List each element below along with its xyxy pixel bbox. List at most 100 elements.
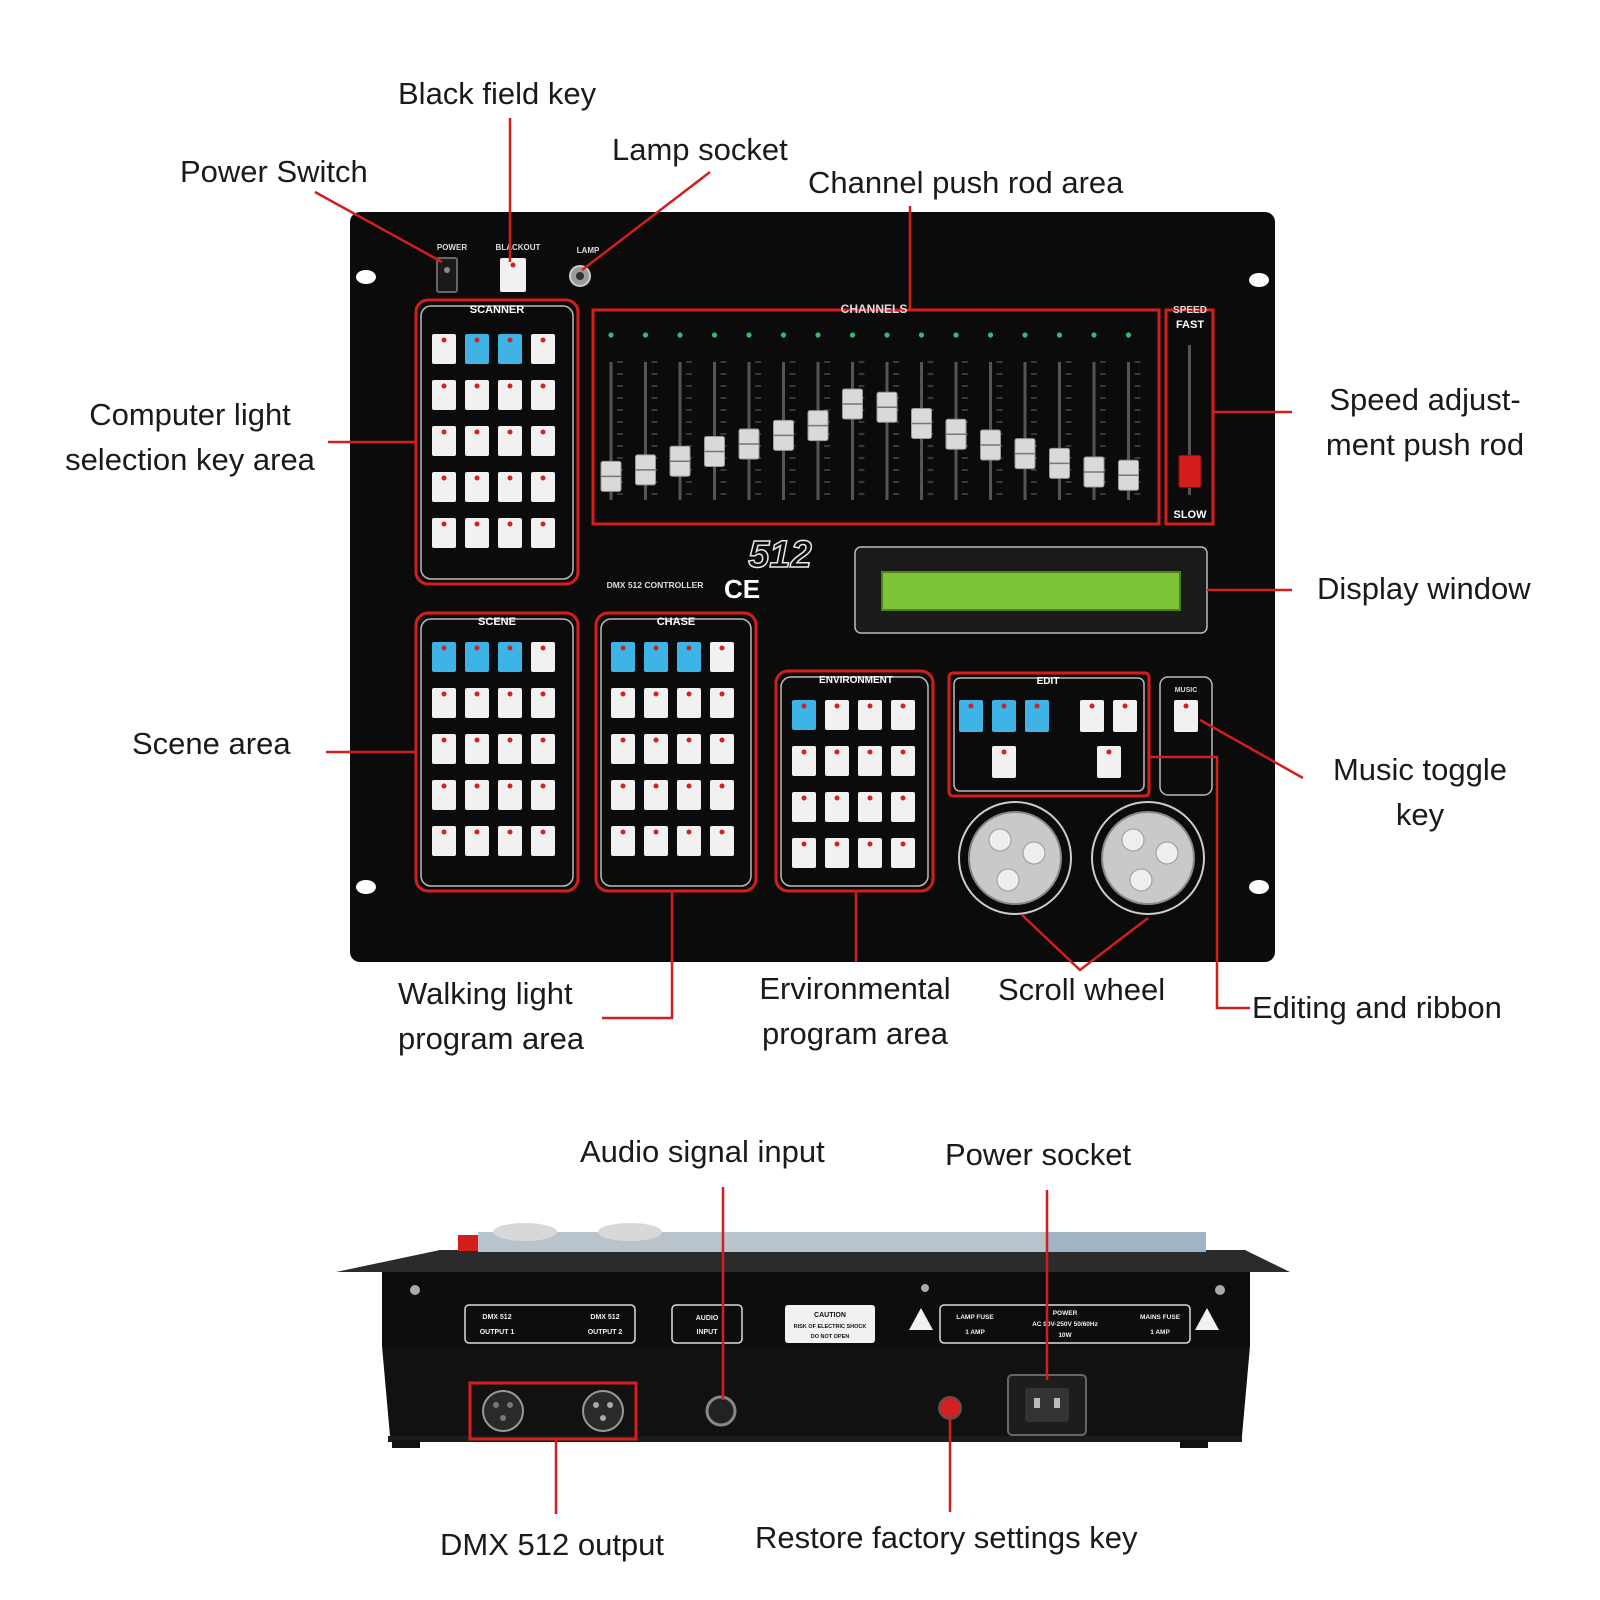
chase-key-4-1[interactable] (644, 826, 668, 856)
chase-key-0-3[interactable] (710, 642, 734, 672)
scanner-key-0-2[interactable] (498, 334, 522, 364)
chase-key-2-1[interactable] (644, 734, 668, 764)
restore-factory-button[interactable] (938, 1396, 962, 1420)
scene-key-2-0[interactable] (432, 734, 456, 764)
edit-key-1[interactable] (992, 700, 1016, 732)
chase-key-4-2[interactable] (677, 826, 701, 856)
scanner-key-4-0[interactable] (432, 518, 456, 548)
chase-key-4-0[interactable] (611, 826, 635, 856)
audio-input-jack[interactable] (705, 1395, 737, 1427)
environment-key-1-3[interactable] (891, 746, 915, 776)
environment-key-3-2[interactable] (858, 838, 882, 868)
scanner-key-2-1[interactable] (465, 426, 489, 456)
scanner-key-1-2[interactable] (498, 380, 522, 410)
chase-key-3-1[interactable] (644, 780, 668, 810)
channel-led-10 (918, 332, 925, 338)
scanner-key-1-0-led (441, 383, 447, 389)
environment-key-3-0[interactable] (792, 838, 816, 868)
scene-key-3-1[interactable] (465, 780, 489, 810)
power-switch-indicator (444, 267, 450, 273)
environment-key-2-0[interactable] (792, 792, 816, 822)
scanner-key-1-1[interactable] (465, 380, 489, 410)
scene-key-4-2[interactable] (498, 826, 522, 856)
scene-key-2-1[interactable] (465, 734, 489, 764)
edit-key-0[interactable] (959, 700, 983, 732)
chase-key-1-2[interactable] (677, 688, 701, 718)
chase-key-3-2[interactable] (677, 780, 701, 810)
chase-key-1-0[interactable] (611, 688, 635, 718)
chase-key-3-3[interactable] (710, 780, 734, 810)
environment-key-0-0[interactable] (792, 700, 816, 730)
scanner-key-0-3[interactable] (531, 334, 555, 364)
music-toggle-key[interactable] (1174, 700, 1198, 732)
scanner-key-2-3[interactable] (531, 426, 555, 456)
environment-key-0-3[interactable] (891, 700, 915, 730)
speed-fader[interactable] (1178, 454, 1202, 488)
scroll-wheel-right[interactable] (1091, 801, 1205, 915)
environment-key-2-1[interactable] (825, 792, 849, 822)
power-switch[interactable] (436, 257, 458, 293)
environment-key-1-2[interactable] (858, 746, 882, 776)
scanner-key-4-3[interactable] (531, 518, 555, 548)
edit-key-6[interactable] (1097, 746, 1121, 778)
chase-key-2-3[interactable] (710, 734, 734, 764)
scanner-key-2-0[interactable] (432, 426, 456, 456)
chase-key-1-1[interactable] (644, 688, 668, 718)
environment-key-2-2[interactable] (858, 792, 882, 822)
scene-key-0-1[interactable] (465, 642, 489, 672)
scene-key-4-3[interactable] (531, 826, 555, 856)
scene-key-1-0[interactable] (432, 688, 456, 718)
environment-key-0-2[interactable] (858, 700, 882, 730)
scanner-key-4-2[interactable] (498, 518, 522, 548)
chase-key-3-0[interactable] (611, 780, 635, 810)
scanner-key-1-0[interactable] (432, 380, 456, 410)
edit-key-4[interactable] (1113, 700, 1137, 732)
environment-key-3-3[interactable] (891, 838, 915, 868)
scene-key-0-3[interactable] (531, 642, 555, 672)
scanner-key-2-2[interactable] (498, 426, 522, 456)
environment-key-2-3[interactable] (891, 792, 915, 822)
edit-key-5[interactable] (992, 746, 1016, 778)
edit-key-3[interactable] (1080, 700, 1104, 732)
scene-key-3-3[interactable] (531, 780, 555, 810)
environment-key-1-1[interactable] (825, 746, 849, 776)
chase-key-0-1[interactable] (644, 642, 668, 672)
scroll-wheel-left[interactable] (958, 801, 1072, 915)
scene-key-4-0[interactable] (432, 826, 456, 856)
edit-key-2[interactable] (1025, 700, 1049, 732)
blackout-key[interactable] (500, 258, 526, 292)
power-socket[interactable] (1007, 1374, 1087, 1436)
scanner-key-3-0[interactable] (432, 472, 456, 502)
xlr-connector-1[interactable] (482, 1390, 524, 1432)
environment-key-3-1[interactable] (825, 838, 849, 868)
scanner-key-4-1[interactable] (465, 518, 489, 548)
scene-key-1-2[interactable] (498, 688, 522, 718)
scanner-key-0-0[interactable] (432, 334, 456, 364)
scanner-key-1-3[interactable] (531, 380, 555, 410)
chase-key-2-2[interactable] (677, 734, 701, 764)
scanner-key-3-1[interactable] (465, 472, 489, 502)
chase-key-0-0[interactable] (611, 642, 635, 672)
dmx-512-output-connectors[interactable] (468, 1381, 638, 1441)
xlr-connector-2[interactable] (582, 1390, 624, 1432)
chase-key-2-0[interactable] (611, 734, 635, 764)
scene-key-0-0[interactable] (432, 642, 456, 672)
scanner-key-3-2[interactable] (498, 472, 522, 502)
chase-key-1-3[interactable] (710, 688, 734, 718)
scene-key-1-1[interactable] (465, 688, 489, 718)
environment-key-1-0[interactable] (792, 746, 816, 776)
scene-key-2-3[interactable] (531, 734, 555, 764)
scene-key-4-1[interactable] (465, 826, 489, 856)
scene-key-0-2[interactable] (498, 642, 522, 672)
chase-key-4-3[interactable] (710, 826, 734, 856)
scanner-key-3-3[interactable] (531, 472, 555, 502)
channel-led-12 (987, 332, 994, 338)
scanner-key-0-1[interactable] (465, 334, 489, 364)
scene-key-1-3[interactable] (531, 688, 555, 718)
scene-key-3-0[interactable] (432, 780, 456, 810)
scene-key-3-2[interactable] (498, 780, 522, 810)
environment-key-0-1[interactable] (825, 700, 849, 730)
chase-key-0-2[interactable] (677, 642, 701, 672)
scene-key-2-2[interactable] (498, 734, 522, 764)
